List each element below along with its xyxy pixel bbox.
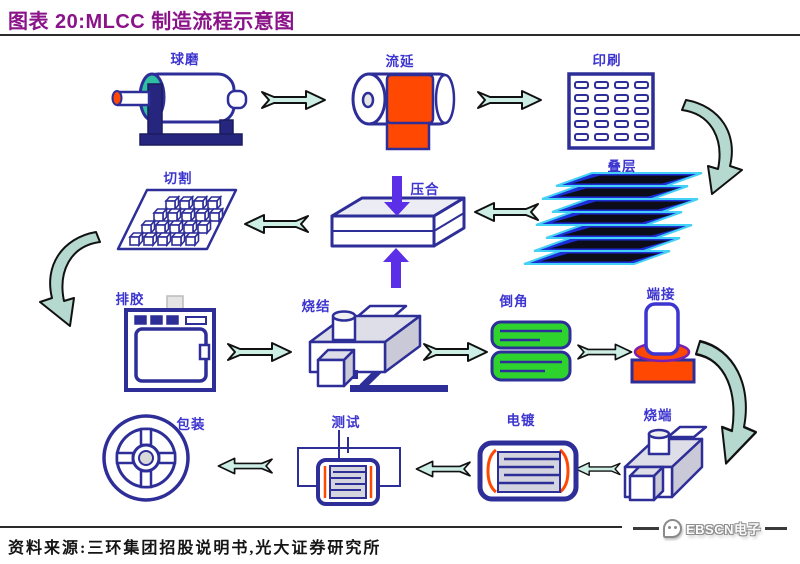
printing-screen-graphic bbox=[567, 72, 655, 150]
flow-arrow-icon bbox=[423, 342, 488, 362]
flow-arrow-icon bbox=[244, 214, 309, 234]
step-label-termination: 端接 bbox=[647, 286, 676, 302]
step-label-stacking: 叠层 bbox=[608, 159, 637, 174]
step-label-pressing: 压合 bbox=[411, 181, 440, 197]
testing-circuit-graphic bbox=[297, 430, 401, 506]
packaging-reel-graphic bbox=[102, 414, 190, 502]
stacked-layers-graphic bbox=[523, 172, 703, 265]
step-label-chamfering: 倒角 bbox=[499, 293, 529, 309]
step-label-tape-casting: 流延 bbox=[386, 53, 415, 69]
footer-divider bbox=[0, 526, 622, 528]
source-text: 资料来源:三环集团招股说明书,光大证券研究所 bbox=[8, 540, 382, 557]
flow-arrow-icon bbox=[477, 90, 542, 110]
step-label-sintering: 烧结 bbox=[302, 298, 331, 314]
flow-arrow-icon bbox=[261, 90, 326, 110]
flow-arrow-icon bbox=[415, 460, 471, 478]
flow-arrow-icon bbox=[217, 457, 273, 475]
curved-flow-arrow-icon bbox=[681, 99, 743, 195]
cutting-plate-graphic bbox=[116, 188, 238, 251]
ball-mill-graphic bbox=[111, 72, 248, 146]
logo-line bbox=[632, 526, 659, 530]
step-label-packaging: 包装 bbox=[177, 416, 206, 432]
flow-arrow-icon bbox=[227, 342, 292, 362]
step-label-testing: 测试 bbox=[332, 414, 361, 430]
step-label-binder-burnout: 排胶 bbox=[116, 291, 145, 307]
step-label-ball-milling: 球磨 bbox=[171, 51, 200, 67]
flow-arrow-icon bbox=[577, 343, 633, 361]
logo-line bbox=[765, 526, 787, 530]
flow-arrow-icon bbox=[474, 202, 539, 222]
flow-arrow-icon bbox=[575, 462, 621, 476]
plating-chip-graphic bbox=[477, 440, 579, 502]
tape-casting-graphic bbox=[351, 72, 456, 151]
curved-flow-arrow-icon bbox=[39, 231, 101, 327]
pressing-box-graphic bbox=[330, 176, 466, 288]
sintering-kiln-graphic bbox=[308, 304, 448, 392]
step-label-terminal-firing: 烧端 bbox=[644, 407, 673, 423]
step-label-printing: 印刷 bbox=[593, 52, 622, 68]
binder-burnout-oven-graphic bbox=[124, 295, 216, 392]
termination-dip-graphic bbox=[630, 302, 696, 384]
figure-title: 图表 20:MLCC 制造流程示意图 bbox=[8, 11, 295, 33]
logo-text: EBSCN电子 bbox=[685, 521, 761, 537]
title-divider bbox=[0, 34, 800, 36]
chat-bubble-icon bbox=[662, 518, 682, 538]
step-label-cutting: 切割 bbox=[164, 170, 193, 186]
terminal-firing-kiln-graphic bbox=[623, 425, 708, 502]
step-label-plating: 电镀 bbox=[507, 412, 536, 428]
curved-flow-arrow-icon bbox=[694, 339, 758, 465]
logo-bar: EBSCN电子 bbox=[620, 512, 800, 544]
chamfering-barrels-graphic bbox=[490, 320, 572, 382]
